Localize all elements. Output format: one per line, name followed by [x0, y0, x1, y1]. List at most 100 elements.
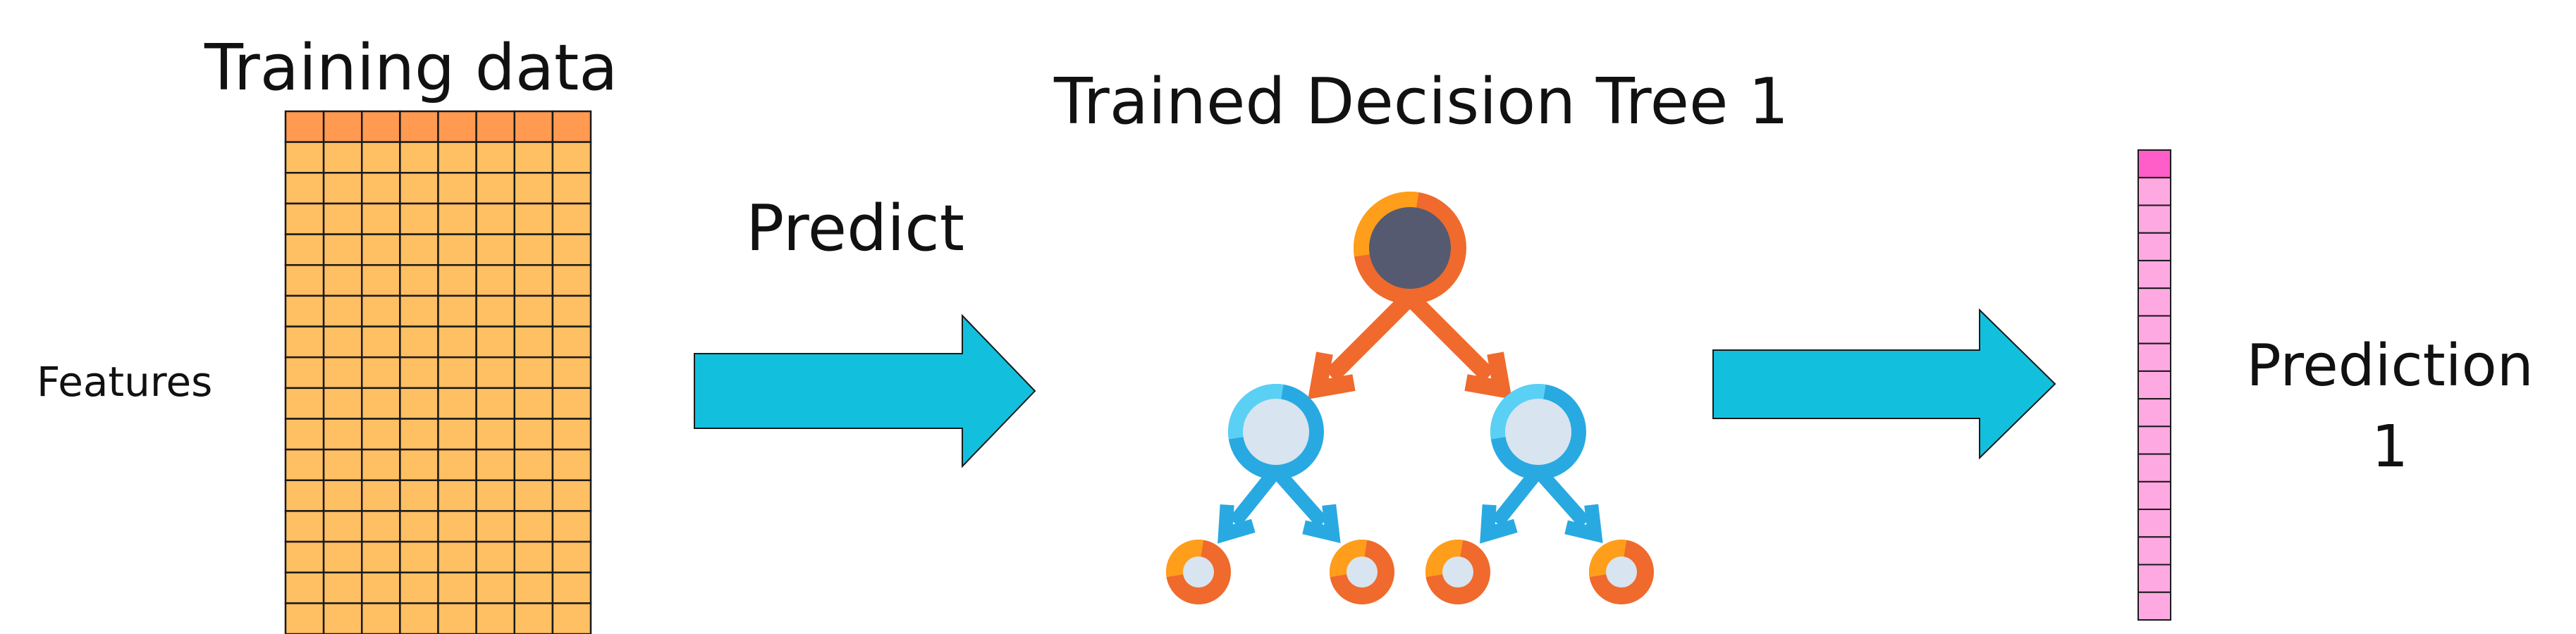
- training-cell: [475, 510, 515, 543]
- training-cell: [551, 448, 592, 482]
- training-cell: [437, 540, 477, 573]
- prediction-cell: [2138, 564, 2171, 593]
- tree-leaf-node: [1425, 540, 1490, 604]
- training-cell: [361, 387, 401, 420]
- training-cell: [513, 387, 554, 420]
- training-cell: [322, 479, 363, 512]
- training-header-cell: [284, 110, 325, 143]
- training-cell: [551, 294, 592, 328]
- training-cell: [475, 202, 515, 235]
- predict-label: Predict: [746, 192, 964, 266]
- training-cell: [399, 356, 439, 390]
- training-cell: [551, 233, 592, 266]
- training-cell: [361, 263, 401, 297]
- training-cell: [284, 510, 325, 543]
- training-cell: [361, 602, 401, 634]
- training-cell: [475, 233, 515, 266]
- tree-root-node: [1354, 191, 1466, 304]
- training-cell: [551, 602, 592, 634]
- training-cell: [284, 202, 325, 235]
- training-cell: [322, 571, 363, 604]
- training-cell: [513, 141, 554, 174]
- training-header-cell: [551, 110, 592, 143]
- prediction-cell: [2138, 232, 2171, 261]
- training-cell: [284, 172, 325, 205]
- training-cell: [361, 325, 401, 359]
- training-cell: [322, 325, 363, 359]
- training-cell: [437, 356, 477, 390]
- training-cell: [551, 387, 592, 420]
- training-cell: [399, 510, 439, 543]
- training-header-cell: [361, 110, 401, 143]
- training-cell: [322, 510, 363, 543]
- prediction-cell: [2138, 425, 2171, 455]
- prediction-cell: [2138, 453, 2171, 483]
- training-cell: [322, 540, 363, 573]
- training-cell: [399, 202, 439, 235]
- training-cell: [551, 479, 592, 512]
- prediction-cell: [2138, 177, 2171, 206]
- training-cell: [437, 602, 477, 634]
- prediction-cell: [2138, 536, 2171, 566]
- training-cell: [322, 294, 363, 328]
- training-cell: [437, 418, 477, 451]
- training-cell: [551, 141, 592, 174]
- predict-arrow: [694, 313, 1036, 468]
- training-cell: [475, 387, 515, 420]
- tree-branches-top: [1308, 291, 1512, 399]
- training-cell: [322, 233, 363, 266]
- training-cell: [475, 448, 515, 482]
- training-cell: [399, 448, 439, 482]
- training-cell: [475, 325, 515, 359]
- tree-leaf-node: [1589, 540, 1654, 604]
- training-cell: [475, 571, 515, 604]
- prediction-cell: [2138, 342, 2171, 372]
- training-cell: [284, 141, 325, 174]
- training-cell: [284, 602, 325, 634]
- training-cell: [513, 263, 554, 297]
- training-cell: [361, 418, 401, 451]
- training-cell: [475, 540, 515, 573]
- training-cell: [437, 325, 477, 359]
- prediction-cell: [2138, 287, 2171, 317]
- training-cell: [399, 571, 439, 604]
- training-cell: [475, 141, 515, 174]
- training-cell: [284, 571, 325, 604]
- training-cell: [551, 202, 592, 235]
- training-cell: [513, 172, 554, 205]
- training-cell: [513, 233, 554, 266]
- prediction-header-cell: [2138, 149, 2171, 179]
- training-cell: [437, 172, 477, 205]
- training-cell: [322, 602, 363, 634]
- training-cell: [475, 356, 515, 390]
- training-header-cell: [475, 110, 515, 143]
- prediction-cell: [2138, 315, 2171, 344]
- training-cell: [284, 540, 325, 573]
- training-cell: [361, 510, 401, 543]
- training-cell: [284, 294, 325, 328]
- training-cell: [322, 418, 363, 451]
- training-cell: [513, 202, 554, 235]
- prediction-cell: [2138, 204, 2171, 234]
- training-header-cell: [399, 110, 439, 143]
- training-cell: [361, 202, 401, 235]
- training-cell: [322, 202, 363, 235]
- features-label: Features: [37, 358, 213, 406]
- tree-child-node-right: [1490, 384, 1586, 480]
- training-cell: [322, 141, 363, 174]
- training-cell: [361, 540, 401, 573]
- training-cell: [284, 263, 325, 297]
- prediction-cell: [2138, 509, 2171, 538]
- training-cell: [513, 479, 554, 512]
- tree-leaf-node: [1330, 540, 1394, 604]
- output-arrow: [1712, 308, 2056, 460]
- training-cell: [551, 263, 592, 297]
- prediction-cell: [2138, 480, 2171, 511]
- training-cell: [361, 233, 401, 266]
- training-cell: [361, 294, 401, 328]
- training-cell: [284, 356, 325, 390]
- training-cell: [361, 571, 401, 604]
